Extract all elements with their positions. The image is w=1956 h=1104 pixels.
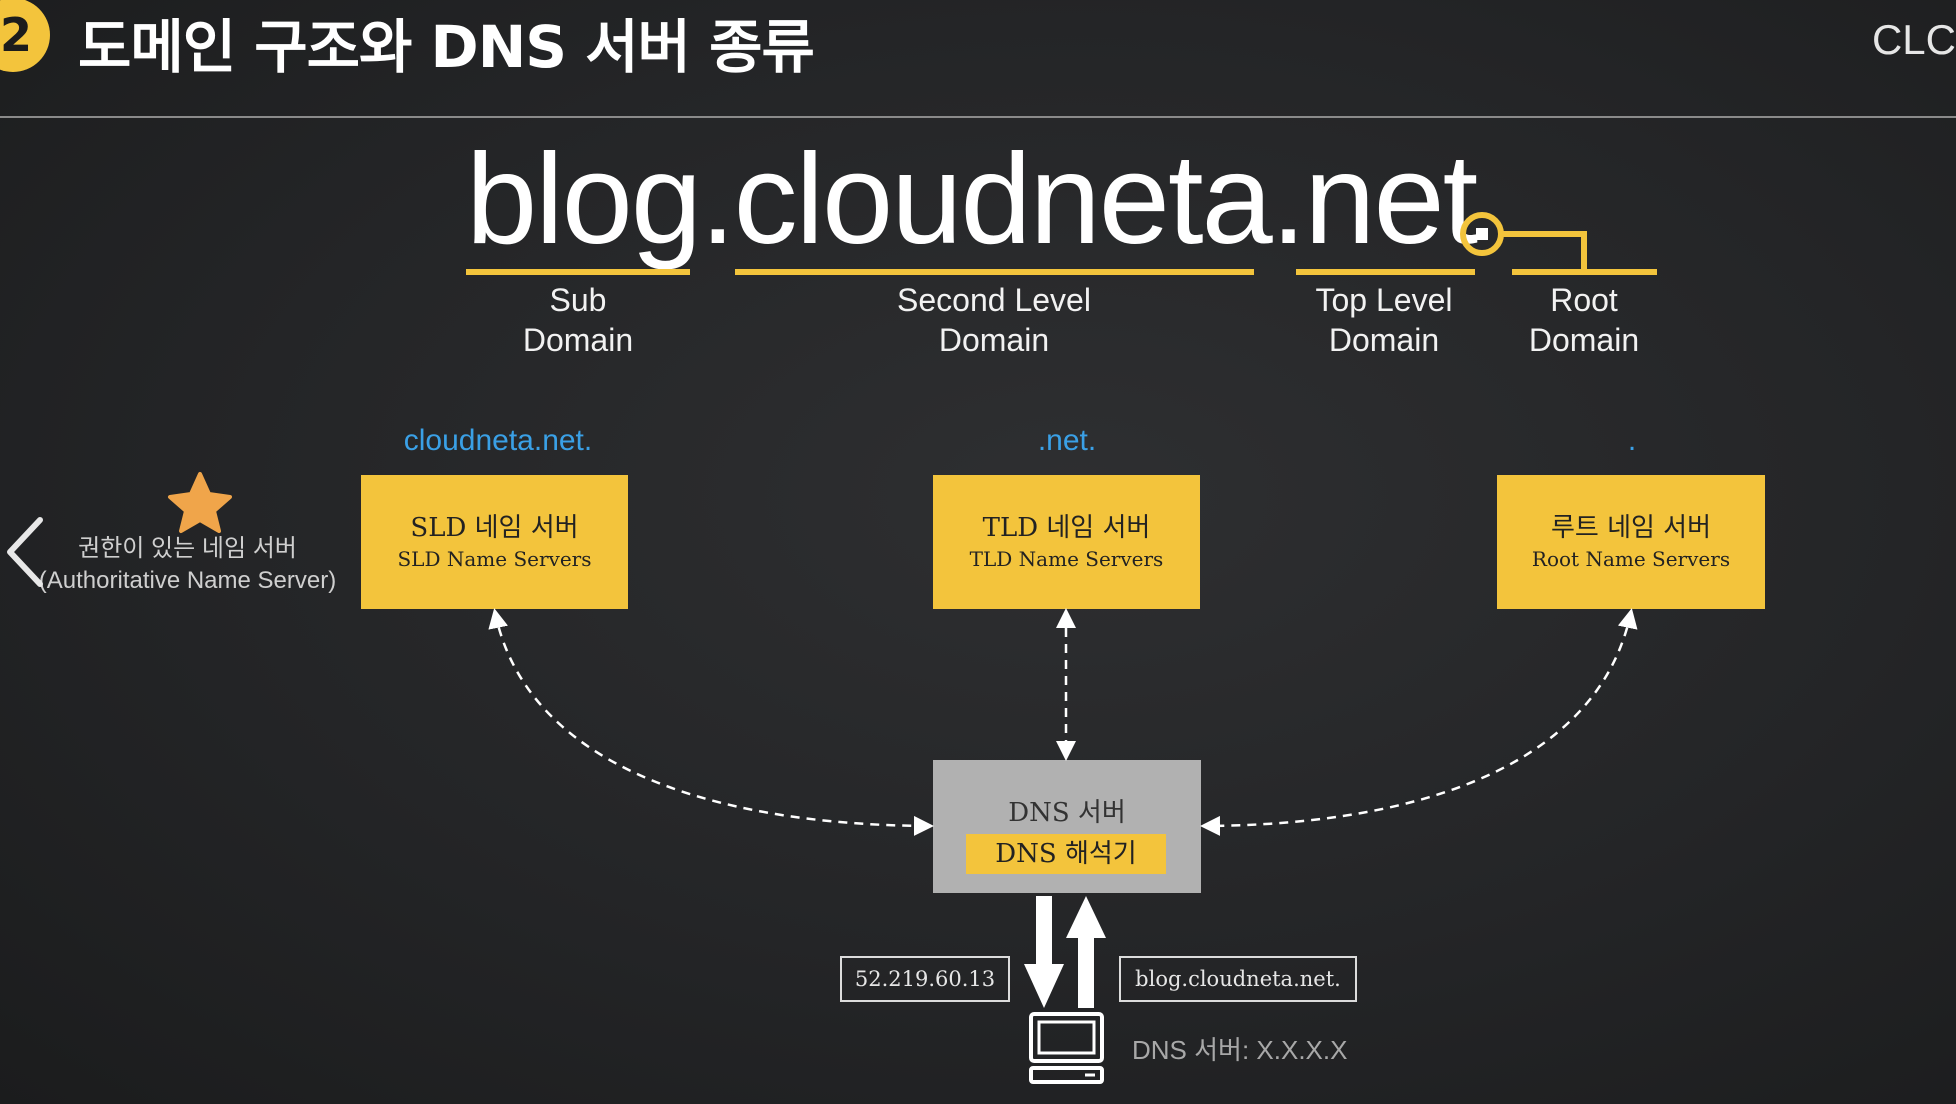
sld-name-server-title-ko: SLD 네임 서버 — [410, 513, 579, 543]
dns-server-title: DNS 서버 — [1008, 798, 1126, 828]
query-domain-box: blog.cloudneta.net. — [1119, 956, 1357, 1002]
root-name-server-title-ko: 루트 네임 서버 — [1550, 513, 1712, 543]
chevron-left-icon[interactable] — [7, 517, 43, 587]
tld-name-server-title-en: TLD Name Servers — [969, 547, 1164, 571]
query-arrow-icon — [1066, 896, 1106, 1008]
section-number-badge: 2 — [0, 0, 50, 72]
sub-domain-label: Sub Domain — [522, 282, 634, 358]
root-dot — [1476, 228, 1488, 240]
computer-icon — [1029, 1012, 1104, 1084]
tld-name-server-title-ko: TLD 네임 서버 — [982, 513, 1151, 543]
section-number: 2 — [0, 8, 32, 62]
root-name-server-title-en: Root Name Servers — [1531, 547, 1731, 571]
authoritative-name-server-label: 권한이 있는 네임 서버 (Authoritative Name Server) — [38, 535, 337, 594]
client-dns-server-label: DNS 서버: X.X.X.X — [1132, 1035, 1348, 1065]
tld-name-server-box: TLD 네임 서버 TLD Name Servers — [933, 475, 1200, 609]
root-domain-label: Root Domain — [1528, 282, 1640, 358]
root-name-server-box: 루트 네임 서버 Root Name Servers — [1497, 475, 1765, 609]
root-zone-tag: . — [1627, 424, 1637, 457]
root-query-path — [1200, 608, 1638, 836]
header-divider — [0, 116, 1956, 118]
second-level-domain-label: Second Level Domain — [897, 282, 1091, 358]
sld-zone-tag: cloudneta.net. — [403, 424, 593, 457]
star-icon — [168, 472, 232, 533]
sld-query-path — [488, 608, 934, 836]
root-connector-line — [1501, 231, 1587, 272]
top-level-domain-label: Top Level Domain — [1315, 282, 1453, 358]
brand-text: CLC — [1871, 16, 1956, 63]
tld-zone-tag: .net. — [1037, 424, 1097, 457]
response-arrow-icon — [1024, 896, 1064, 1008]
sld-name-server-box: SLD 네임 서버 SLD Name Servers — [361, 475, 628, 609]
sld-name-server-title-en: SLD Name Servers — [397, 547, 592, 571]
domain-name: blog.cloudneta.net — [466, 128, 1478, 271]
response-ip-box: 52.219.60.13 — [840, 956, 1010, 1002]
page-title: 도메인 구조와 DNS 서버 종류 — [78, 13, 815, 81]
dns-resolver-label: DNS 해석기 — [966, 834, 1166, 874]
